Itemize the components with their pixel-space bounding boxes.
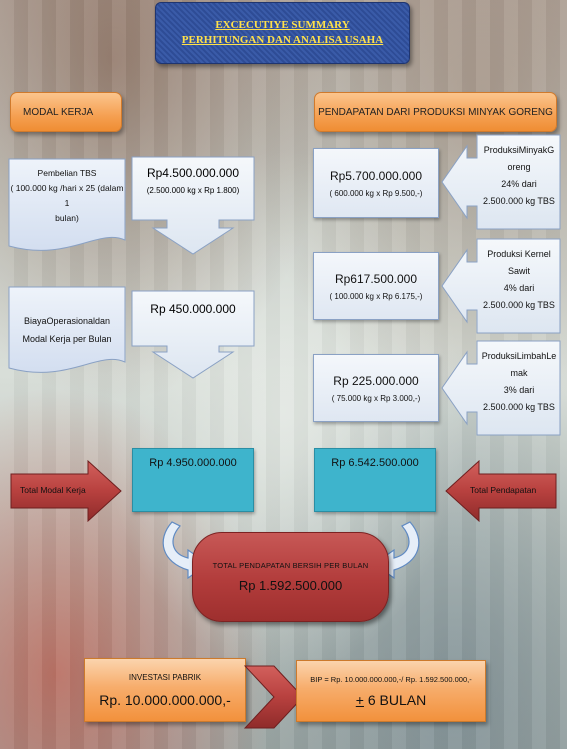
ops-label-2: Modal Kerja per Bulan (22, 334, 112, 344)
total-pendapatan-box: Rp 6.542.500.000 (314, 448, 436, 512)
minyak-goreng-callout (441, 134, 561, 230)
tbs-label-2: ( 100.000 kg /hari x 25 (dalam 1 (10, 183, 124, 208)
pendapatan-header: PENDAPATAN DARI PRODUKSI MINYAK GORENG (314, 92, 557, 132)
minyak-goreng-calc: ( 600.000 kg x Rp 9.500,-) (329, 188, 423, 198)
tbs-label-3: bulan) (55, 213, 79, 223)
minyak-goreng-label-4: 2.500.000 kg TBS (483, 196, 555, 206)
tbs-label-1: Pembelian TBS (37, 168, 97, 178)
kernel-sawit-label-4: 2.500.000 kg TBS (483, 300, 555, 310)
ops-amount-text: Rp 450.000.000 (131, 302, 255, 316)
kernel-sawit-label-3: 4% dari (503, 283, 535, 293)
bip-plus-minus: + (355, 691, 364, 708)
net-income-rounded-box: TOTAL PENDAPATAN BERSIH PER BULAN Rp 1.5… (192, 532, 389, 622)
investasi-amount: Rp. 10.000.000.000,- (99, 691, 231, 708)
title-line-1: EXCECUTIYE SUMMARY (215, 19, 350, 31)
total-modal-kerja-label: Total Modal Kerja (20, 485, 86, 495)
limbah-lemak-label-4: 2.500.000 kg TBS (483, 402, 555, 412)
net-income-amount: Rp 1.592.500.000 (238, 578, 343, 593)
tbs-amount-text: Rp4.500.000.000 (2.500.000 kg x Rp 1.800… (131, 166, 255, 195)
investasi-pabrik-box: INVESTASI PABRIK Rp. 10.000.000.000,- (84, 658, 246, 722)
kernel-sawit-callout (441, 238, 561, 334)
limbah-lemak-amount: Rp 225.000.000 (333, 373, 419, 388)
kernel-sawit-label-1: Produksi Kernel (487, 249, 551, 259)
chevron-arrow-icon (244, 665, 304, 729)
limbah-lemak-calc: ( 75.000 kg x Rp 3.000,-) (331, 393, 421, 403)
limbah-lemak-amount-box: Rp 225.000.000 ( 75.000 kg x Rp 3.000,-) (313, 354, 439, 422)
limbah-lemak-label-3: 3% dari (503, 385, 535, 395)
minyak-goreng-amount: Rp5.700.000.000 (329, 168, 423, 183)
total-pendapatan-amount: Rp 6.542.500.000 (331, 457, 419, 469)
kernel-sawit-amount: Rp617.500.000 (334, 271, 418, 286)
bip-result-text: 6 BULAN (363, 691, 427, 708)
kernel-sawit-label: Produksi Kernel Sawit 4% dari 2.500.000 … (478, 246, 560, 314)
minyak-goreng-label-1: ProduksiMinyakG (483, 145, 555, 155)
minyak-goreng-label-3: 24% dari (501, 179, 537, 189)
document-shape (8, 158, 126, 251)
pembelian-tbs-document: Pembelian TBS ( 100.000 kg /hari x 25 (d… (8, 156, 126, 251)
kernel-sawit-label-2: Sawit (507, 266, 530, 276)
kernel-sawit-calc: ( 100.000 kg x Rp 6.175,-) (329, 291, 423, 301)
minyak-goreng-amount-box: Rp5.700.000.000 ( 600.000 kg x Rp 9.500,… (313, 148, 439, 218)
title-line-2: PERHITUNGAN DAN ANALISA USAHA (181, 34, 384, 46)
limbah-lemak-label-1: ProduksiLimbahLe (481, 351, 557, 361)
investasi-label: INVESTASI PABRIK (128, 672, 202, 682)
total-modal-kerja-arrow (10, 460, 122, 522)
modal-kerja-header: MODAL KERJA (10, 92, 122, 132)
tbs-amount: Rp4.500.000.000 (146, 166, 240, 180)
total-pendapatan-arrow (445, 460, 557, 522)
bip-result: + 6 BULAN (356, 692, 426, 708)
ops-amount-callout (131, 290, 255, 379)
bip-box: BIP = Rp. 10.000.000.000,-/ Rp. 1.592.50… (296, 660, 486, 722)
limbah-lemak-label-2: mak (510, 368, 528, 378)
pendapatan-header-label: PENDAPATAN DARI PRODUKSI MINYAK GORENG (318, 106, 553, 118)
total-modal-kerja-box: Rp 4.950.000.000 (132, 448, 254, 512)
bip-formula: BIP = Rp. 10.000.000.000,-/ Rp. 1.592.50… (310, 674, 472, 684)
kernel-sawit-amount-box: Rp617.500.000 ( 100.000 kg x Rp 6.175,-) (313, 252, 439, 320)
limbah-lemak-label: ProduksiLimbahLe mak 3% dari 2.500.000 k… (478, 348, 560, 416)
net-income-label: TOTAL PENDAPATAN BERSIH PER BULAN (212, 561, 369, 570)
modal-kerja-header-label: MODAL KERJA (23, 106, 94, 118)
minyak-goreng-label: ProduksiMinyakG oreng 24% dari 2.500.000… (478, 142, 560, 210)
biaya-operasional-document: BiayaOperasionaldan Modal Kerja per Bula… (8, 286, 126, 373)
minyak-goreng-label-2: oreng (507, 162, 531, 172)
page-title: EXCECUTIYE SUMMARY PERHITUNGAN DAN ANALI… (155, 2, 410, 64)
ops-amount: Rp 450.000.000 (150, 302, 236, 316)
tbs-amount-callout (131, 156, 255, 255)
tbs-calc: (2.500.000 kg x Rp 1.800) (146, 186, 240, 195)
ops-label-1: BiayaOperasionaldan (23, 316, 111, 326)
document-shape (8, 286, 126, 373)
limbah-lemak-callout (441, 340, 561, 436)
total-modal-kerja-amount: Rp 4.950.000.000 (149, 457, 237, 469)
total-pendapatan-label: Total Pendapatan (470, 485, 537, 495)
